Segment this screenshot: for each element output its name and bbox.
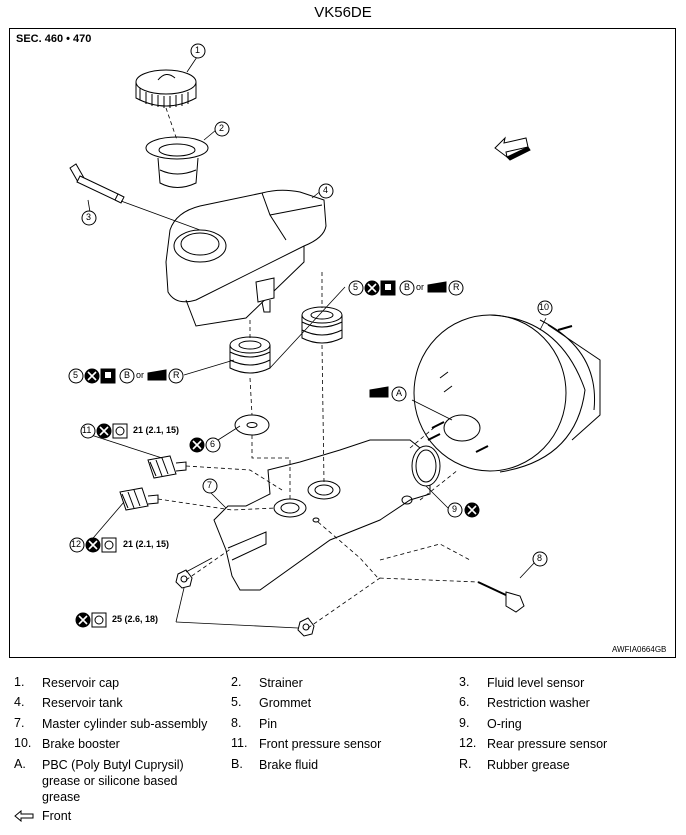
front-arrow-icon [14,810,34,822]
legend-item-3: 3.Fluid level sensor [459,675,585,690]
callout-4 [318,183,334,199]
callout-label-8: 8 [537,553,543,563]
callout-R-upper [448,280,464,296]
legend-item-4: 4.Reservoir tank [14,695,123,710]
legend-item-A: A.PBC (Poly Butyl Cuprysil) grease or si… [14,757,184,804]
grommet-left [229,336,271,374]
leader-lines [87,56,547,629]
callout-label-10: 10 [539,302,550,312]
callout-label-6: 6 [210,439,216,449]
diagram-title: VK56DE [314,4,372,21]
callout-label-5-lower: 5 [73,370,79,380]
grommet-note-b-upper: B [404,282,411,292]
brake-fluid-icon [100,280,396,384]
legend-item-12: 12.Rear pressure sensor [459,736,608,751]
callout-label-2: 2 [219,123,225,133]
grommet-note-or-upper: or [416,282,425,292]
callout-2 [214,121,230,137]
torque-rear-sensor: 21 (2.1, 15) [123,539,170,549]
section-reference: SEC. 460 • 470 [16,33,92,45]
callout-label-9: 9 [452,504,458,514]
callout-labels: 1 2 3 4 5 5 6 7 8 9 10 11 12 A B or R B … [71,45,550,624]
callout-5-upper [348,280,364,296]
callout-label-1: 1 [195,45,201,55]
legend-item-10: 10.Brake booster [14,736,120,751]
callout-10 [537,300,553,316]
front-arrow-icon [494,136,531,161]
legend-item-5: 5.Grommet [231,695,312,710]
callout-6 [205,437,221,453]
brake-booster [413,314,601,473]
legend-item-9: 9.O-ring [459,716,522,731]
legend-item-1: 1.Reservoir cap [14,675,120,690]
legend-item-8: 8.Pin [231,716,278,731]
callout-label-A: A [396,388,403,398]
callout-8 [532,551,548,567]
callout-1 [190,43,206,59]
legend-item-7: 7.Master cylinder sub-assembly [14,716,208,731]
do-not-reuse-icon [75,280,480,628]
grommet-note-r-upper: R [453,282,460,292]
figure-code: AWFIA0664GB [612,645,667,654]
legend-item-2: 2.Strainer [231,675,303,690]
callout-5-lower [68,368,84,384]
grommet-note-r-lower: R [173,370,180,380]
assembly-dashed-lines [157,107,479,629]
callout-11 [80,423,96,439]
torque-wrench-icon [91,423,128,628]
legend-item-6: 6.Restriction washer [459,695,590,710]
reservoir-cap [135,69,197,108]
callout-R-lower [168,368,184,384]
pin [477,581,525,613]
callout-label-3: 3 [86,212,92,222]
callout-label-5-upper: 5 [353,282,359,292]
callout-label-4: 4 [323,185,329,195]
exploded-view-diagram [68,43,601,637]
grease-icon [147,281,447,398]
callout-3 [81,210,97,226]
callout-label-7: 7 [207,480,213,490]
grommet-note-b-lower: B [124,370,131,380]
callout-12 [69,537,85,553]
diagram-frame [9,28,676,658]
legend-item-R: R.Rubber grease [459,757,570,772]
reservoir-tank [165,189,327,327]
callout-7 [202,478,218,494]
torque-front-sensor: 21 (2.1, 15) [133,425,180,435]
torque-nuts: 25 (2.6, 18) [112,614,159,624]
grommet-note-or-lower: or [136,370,145,380]
o-ring [411,445,441,487]
callout-label-12: 12 [71,539,82,549]
callout-label-11: 11 [82,425,92,435]
callout-B-lower [119,368,135,384]
nut-lower-left [175,569,193,589]
front-label: Front [42,809,72,823]
legend-item-B: B.Brake fluid [231,757,319,772]
legend-item-11: 11.Front pressure sensor [231,736,382,751]
fluid-level-sensor [69,163,125,204]
strainer [145,136,209,188]
callout-B-upper [399,280,415,296]
callout-9 [447,502,463,518]
callout-A [391,386,407,402]
front-legend: Front [14,809,71,823]
